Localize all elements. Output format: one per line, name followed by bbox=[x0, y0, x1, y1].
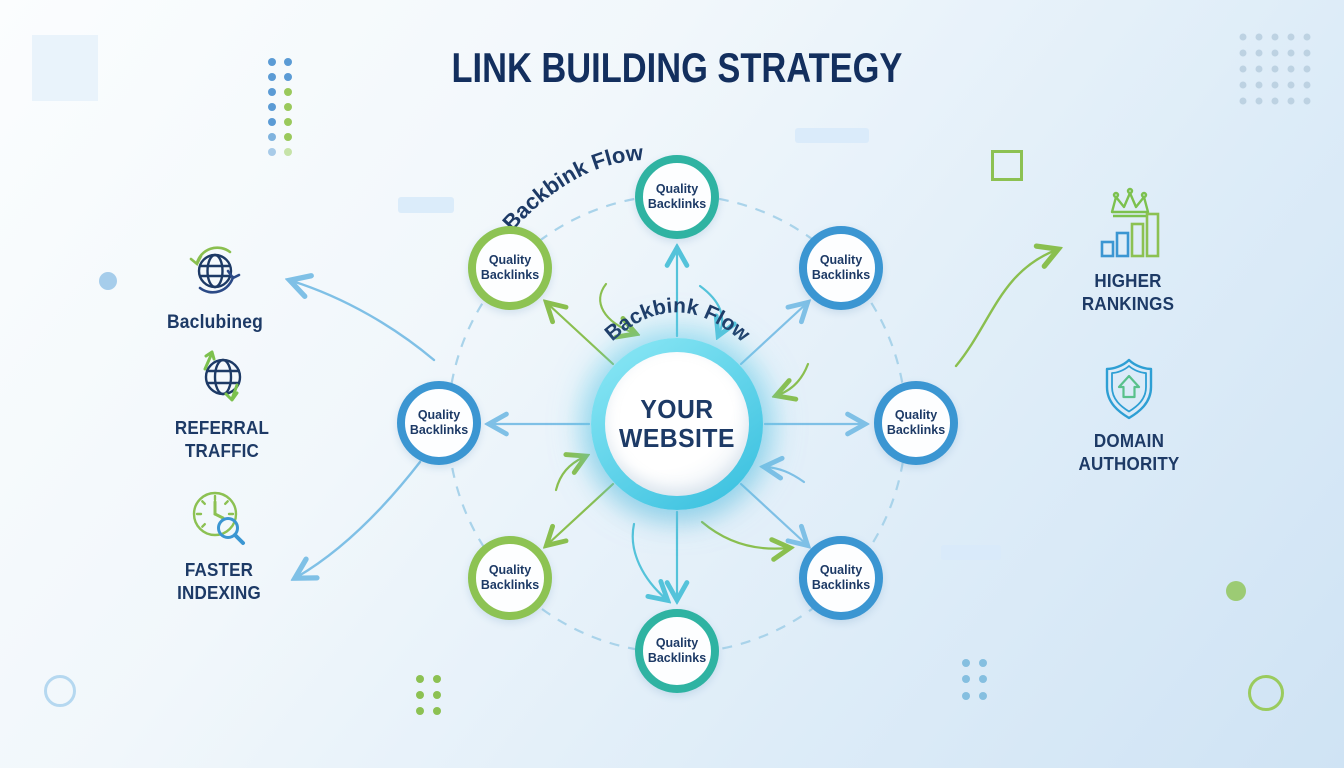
benefit-referral-traffic: REFERRAL TRAFFIC bbox=[142, 341, 302, 462]
decor-dots-top-right bbox=[1239, 33, 1311, 105]
benefit-faster-indexing: FASTER INDEXING bbox=[139, 483, 299, 604]
quality-backlinks-label: Quality Backlinks bbox=[409, 407, 469, 437]
decor-dots-bottom-green bbox=[416, 675, 441, 715]
benefit-higher-rankings-label: HIGHER RANKINGS bbox=[1081, 270, 1175, 314]
benefit-domain-authority-label: DOMAIN AUTHORITY bbox=[1078, 430, 1180, 474]
shield-up-arrow-icon bbox=[1105, 358, 1153, 420]
quality-backlinks-node-right: Quality Backlinks bbox=[874, 381, 958, 465]
crown-bar-chart-icon bbox=[1100, 187, 1160, 258]
decor-dot-blue bbox=[99, 272, 117, 290]
quality-backlinks-label: Quality Backlinks bbox=[811, 252, 871, 282]
globe-sync-icon bbox=[189, 246, 241, 294]
quality-backlinks-label: Quality Backlinks bbox=[647, 181, 707, 211]
quality-backlinks-label: Quality Backlinks bbox=[886, 407, 946, 437]
backlink-flow-label-outer: Backbink Flow bbox=[497, 140, 644, 235]
page-title-text: LINK BUILDING STRATEGY bbox=[451, 44, 903, 91]
decor-dots-top-left bbox=[268, 58, 292, 156]
clock-magnifier-icon bbox=[192, 491, 245, 545]
quality-backlinks-node-bottom-right: Quality Backlinks bbox=[799, 536, 883, 620]
decor-dot-green bbox=[1226, 581, 1246, 601]
quality-backlinks-node-bottom-left: Quality Backlinks bbox=[468, 536, 552, 620]
quality-backlinks-label: Quality Backlinks bbox=[480, 562, 540, 592]
decor-circle-green-outline bbox=[1248, 675, 1284, 711]
benefit-faster-indexing-label: FASTER INDEXING bbox=[177, 559, 261, 603]
globe-traffic-icon bbox=[203, 350, 242, 402]
quality-backlinks-label: Quality Backlinks bbox=[480, 252, 540, 282]
quality-backlinks-label: Quality Backlinks bbox=[647, 635, 707, 665]
benefit-domain-authority: DOMAIN AUTHORITY bbox=[1049, 354, 1209, 475]
your-website-node-inner: YOUR WEBSITE bbox=[605, 352, 749, 496]
decor-bar bbox=[795, 128, 869, 143]
decor-bar bbox=[398, 197, 454, 213]
your-website-node: YOUR WEBSITE bbox=[591, 338, 763, 510]
decor-square-light bbox=[32, 35, 98, 101]
decor-square-green-outline bbox=[991, 150, 1023, 181]
center-label-line1: YOUR bbox=[640, 393, 714, 424]
quality-backlinks-node-top-right: Quality Backlinks bbox=[799, 226, 883, 310]
benefit-backlinking-label: Baclubineg bbox=[166, 312, 264, 333]
benefit-higher-rankings: HIGHER RANKINGS bbox=[1048, 184, 1208, 315]
center-label-line2: WEBSITE bbox=[619, 423, 735, 453]
benefit-backlinking: Baclubineg bbox=[135, 235, 295, 334]
quality-backlinks-label: Quality Backlinks bbox=[811, 562, 871, 592]
decor-circle-blue-outline bbox=[44, 675, 76, 707]
benefit-referral-traffic-label: REFERRAL TRAFFIC bbox=[174, 417, 270, 461]
decor-dots-bottom-blue bbox=[962, 659, 987, 700]
quality-backlinks-node-bottom: Quality Backlinks bbox=[635, 609, 719, 693]
decor-bar bbox=[941, 545, 1001, 560]
page-title: LINK BUILDING STRATEGY bbox=[337, 44, 1017, 92]
quality-backlinks-node-left: Quality Backlinks bbox=[397, 381, 481, 465]
quality-backlinks-node-top-left: Quality Backlinks bbox=[468, 226, 552, 310]
quality-backlinks-node-top: Quality Backlinks bbox=[635, 155, 719, 239]
